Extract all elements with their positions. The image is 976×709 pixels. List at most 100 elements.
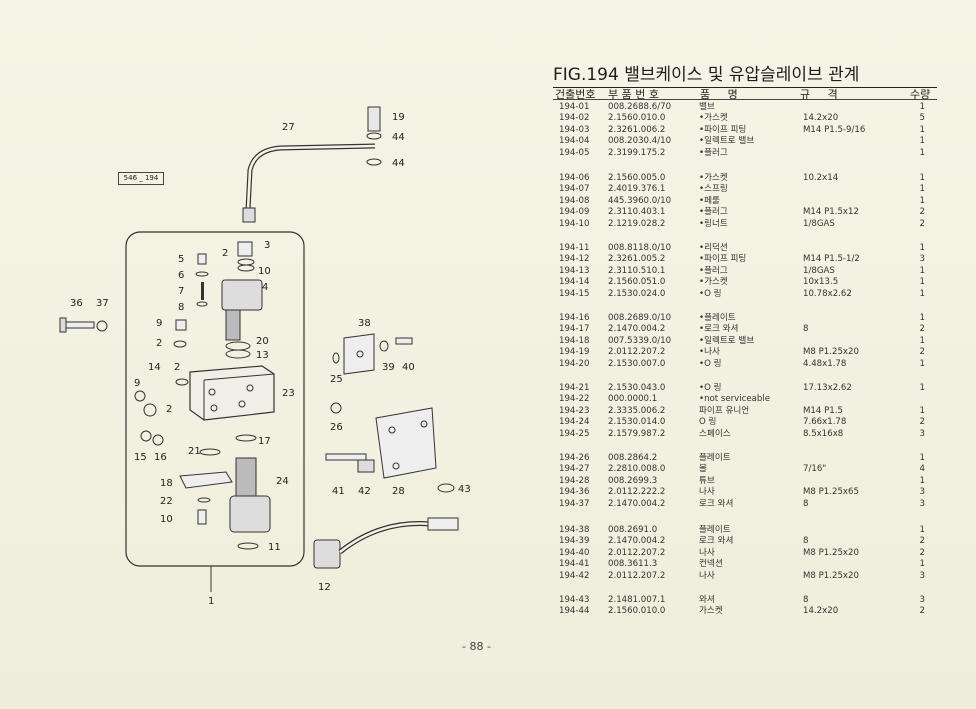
- part-name: •스프링: [699, 184, 728, 195]
- part-qty: 2: [919, 547, 925, 558]
- part-spec: 4.48x1.78: [803, 358, 847, 369]
- part-spec: 1/8GAS: [803, 265, 835, 276]
- part-no: 194-24: [559, 417, 590, 428]
- part-no: 194-28: [559, 475, 590, 486]
- part-no: 194-40: [559, 547, 590, 558]
- part-spec: M14 P1.5-1/2: [803, 254, 860, 265]
- part-name: 와셔: [699, 595, 715, 605]
- callout-39: 39: [382, 362, 395, 373]
- part-no: 194-08: [559, 195, 590, 206]
- part-part: 2.0112.207.2: [608, 570, 666, 581]
- part-no: 194-10: [559, 218, 590, 229]
- figure-title: FIG.194 밸브케이스 및 유압슬레이브 관계: [553, 60, 937, 88]
- part-no: 194-19: [559, 347, 590, 358]
- part-part: 008.2030.4/10: [608, 136, 672, 147]
- part-part: 007.5339.0/10: [608, 335, 672, 346]
- tube-28: [245, 143, 376, 211]
- part-part: 2.1470.004.2: [608, 536, 666, 547]
- part-name: 파이프 유니언: [699, 405, 750, 416]
- part-name: •링너트: [699, 218, 728, 229]
- callout-9b: 9: [134, 378, 140, 389]
- part-qty: 3: [919, 595, 925, 605]
- part-name: •로크 와셔: [699, 324, 739, 335]
- part-qty: 1: [919, 559, 925, 570]
- part-spec: 14.2x20: [803, 606, 839, 617]
- part-name: •리덕션: [699, 243, 728, 253]
- part-part: 008.2688.6/70: [608, 102, 672, 112]
- part-spec: 14.2x20: [803, 113, 839, 124]
- valve-block-22: [189, 365, 275, 421]
- part-qty: 1: [919, 358, 925, 369]
- callout-10a: 10: [258, 266, 271, 277]
- part-name: 플레이트: [699, 453, 731, 463]
- part-spec: 10.2x14: [803, 173, 839, 183]
- part-name: 밸브: [699, 102, 715, 112]
- part-name: O 링: [699, 417, 717, 428]
- header-part-no: 부 품 번 호: [608, 88, 659, 101]
- part-name: •파이프 피팅: [699, 124, 747, 135]
- part-qty: 1: [919, 265, 925, 276]
- part-qty: 2: [919, 207, 925, 218]
- part-qty: 2: [919, 324, 925, 335]
- part-qty: 5: [919, 113, 925, 124]
- part-no: 194-16: [559, 313, 590, 323]
- part-no: 194-42: [559, 570, 590, 581]
- callout-15: 17: [258, 436, 271, 447]
- part-spec: 10.78x2.62: [803, 288, 852, 299]
- callout-2c: 2: [174, 362, 180, 373]
- part-qty: 1: [919, 147, 925, 158]
- callout-11: 13: [256, 350, 269, 361]
- part-name: •가스켓: [699, 113, 728, 124]
- callout-18: 24: [276, 476, 289, 487]
- part-spec: 8: [803, 595, 809, 605]
- callout-41: 12: [318, 582, 331, 593]
- callout-16: 18: [160, 478, 173, 489]
- part-spec: M8 P1.25x20: [803, 347, 859, 358]
- part-qty: 1: [919, 243, 925, 253]
- part-no: 194-03: [559, 124, 590, 135]
- callout-14: 16: [154, 452, 167, 463]
- plate-16: [179, 471, 233, 489]
- part-qty: 3: [919, 487, 925, 498]
- part-qty: 1: [919, 313, 925, 323]
- callout-40: 40: [402, 362, 415, 373]
- callout-23: 19: [392, 112, 405, 123]
- part-qty: 1: [919, 102, 925, 112]
- part-name: •나사: [699, 347, 720, 358]
- part-qty: 3: [919, 498, 925, 509]
- callout-38: 38: [358, 318, 371, 329]
- part-name: 나사: [699, 487, 715, 498]
- part-part: 2.1530.024.0: [608, 288, 666, 299]
- part-no: 194-44: [559, 606, 590, 617]
- part-part: 008.2864.2: [608, 453, 658, 463]
- part-name: 로크 와셔: [699, 536, 734, 547]
- part-part: 2.1219.028.2: [608, 218, 666, 229]
- part-part: 2.1560.051.0: [608, 277, 666, 288]
- callout-42: 41: [332, 486, 345, 497]
- part-no: 194-11: [559, 243, 590, 253]
- callout-28: 27: [282, 122, 295, 133]
- callout-8: 8: [178, 302, 184, 313]
- part-part: 2.3110.510.1: [608, 265, 666, 276]
- header-no: 건출번호: [555, 88, 596, 101]
- part-name: 튜브: [699, 475, 715, 486]
- part-no: 194-07: [559, 184, 590, 195]
- part-name: 로크 와셔: [699, 498, 734, 509]
- part-part: 008.8118.0/10: [608, 243, 672, 253]
